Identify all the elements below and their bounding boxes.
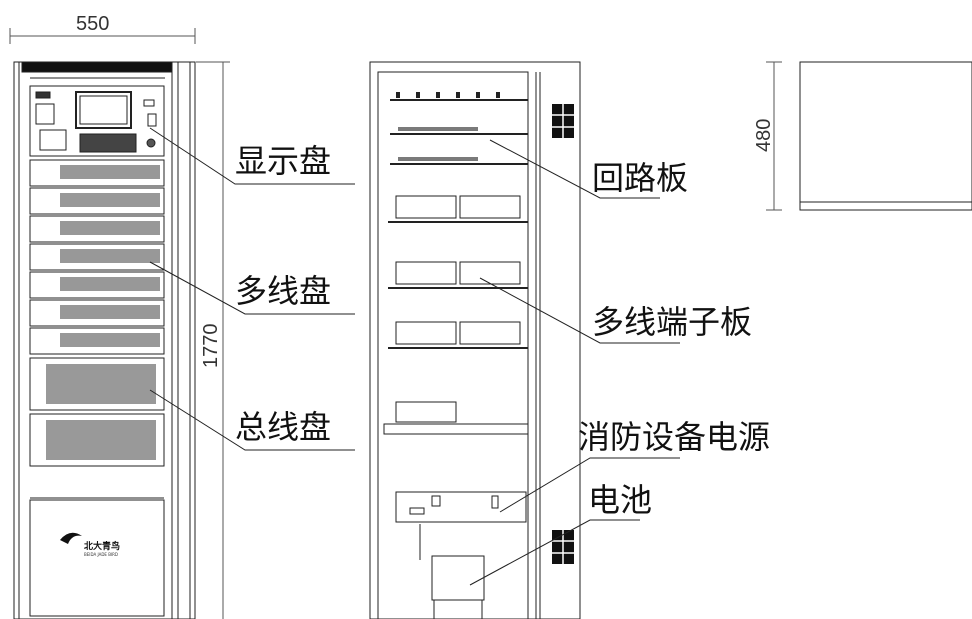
front-view: 北大青鸟 BEIDA JADE BIRD (9, 28, 230, 619)
svg-text:北大青鸟: 北大青鸟 (84, 540, 120, 552)
label-battery: 电池 (588, 481, 652, 519)
brand-logo: 北大青鸟 BEIDA JADE BIRD (60, 532, 120, 557)
bus-panels (29, 357, 165, 467)
depth-view (766, 61, 972, 211)
height-dimension: 1770 (200, 324, 222, 369)
label-loop-board: 回路板 (592, 159, 688, 197)
label-bus-panel: 总线盘 (235, 408, 331, 446)
svg-text:BEIDA JADE BIRD: BEIDA JADE BIRD (84, 552, 118, 557)
interior-leaders (469, 139, 680, 586)
label-display-panel: 显示盘 (235, 142, 331, 180)
front-leaders (149, 127, 355, 451)
interior-view (369, 61, 581, 619)
keypad (79, 133, 137, 153)
label-fire-power-supply: 消防设备电源 (578, 418, 770, 456)
label-multiline-panel: 多线盘 (235, 272, 331, 310)
depth-dimension: 480 (753, 119, 775, 152)
width-dimension: 550 (76, 13, 109, 35)
multiline-panels (29, 159, 165, 355)
label-multiline-terminal-board: 多线端子板 (592, 303, 752, 341)
